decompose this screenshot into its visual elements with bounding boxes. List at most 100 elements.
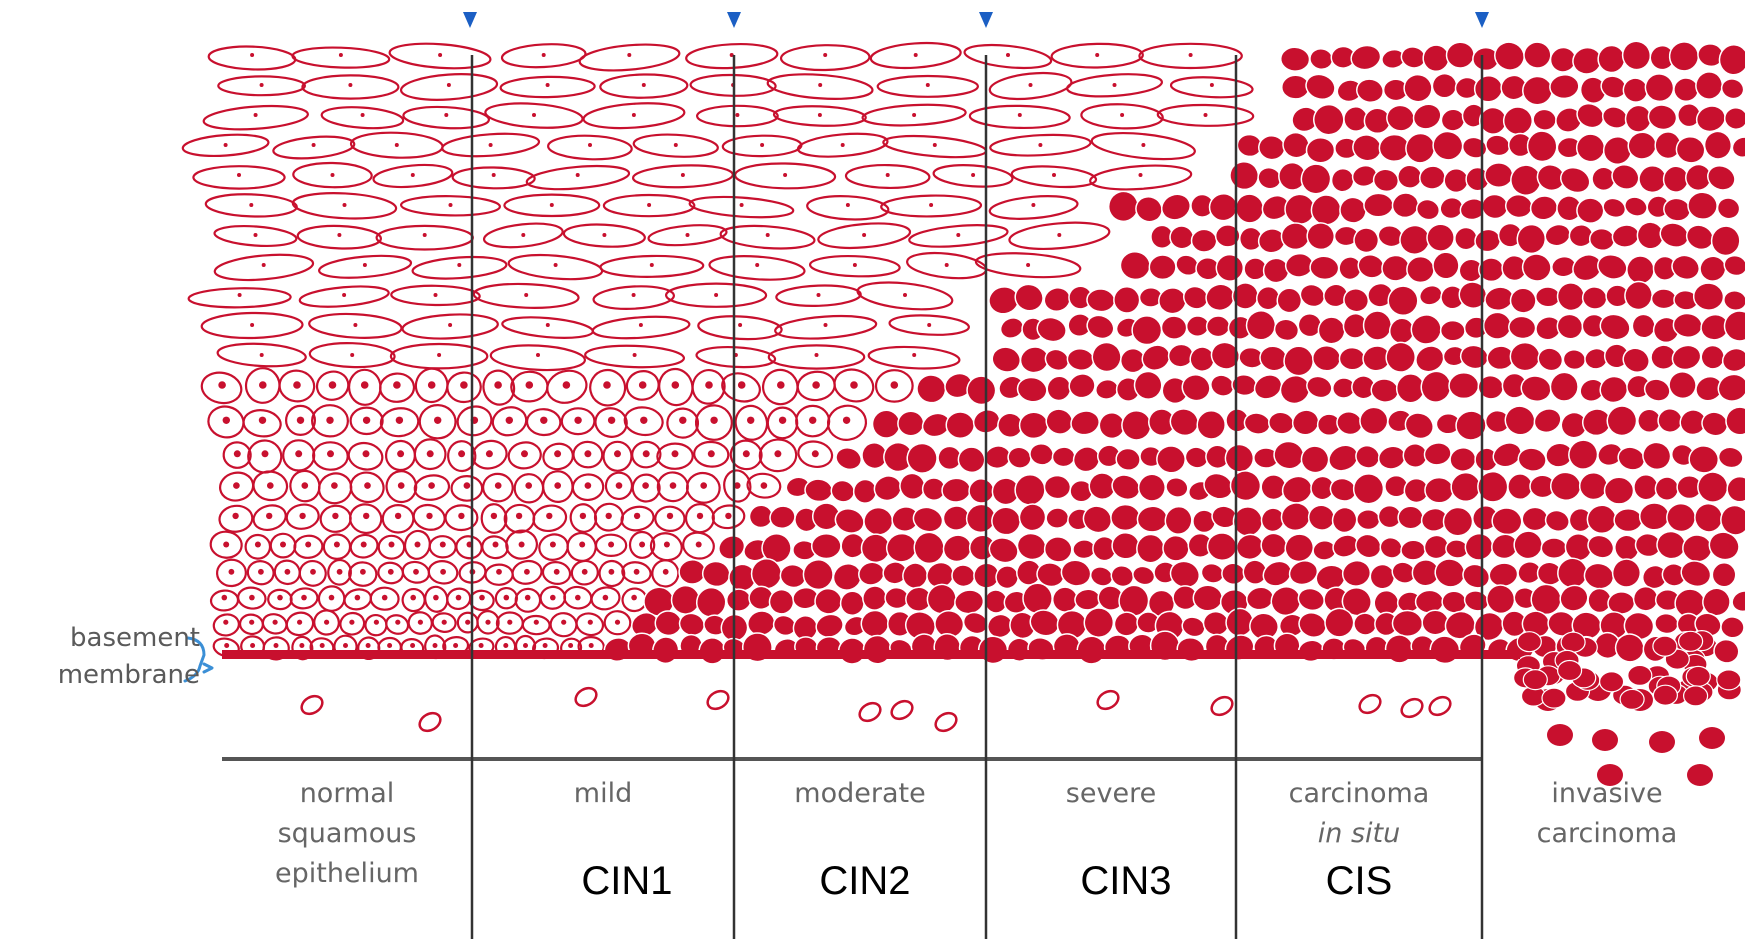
cin2-label: CIN2 [819, 859, 911, 903]
cell-nucleus [760, 143, 765, 147]
squamous-cell [411, 255, 508, 280]
atypical-cell [1370, 378, 1400, 403]
cell-nucleus [458, 450, 466, 458]
cell-nucleus [331, 482, 338, 489]
cell-nucleus [221, 594, 228, 601]
stage-normal-label: normal squamous epithelium [222, 774, 472, 894]
invasive-cell [1652, 684, 1679, 706]
cell-nucleus [903, 293, 907, 297]
cell-nucleus [232, 512, 239, 520]
cell-nucleus [295, 450, 303, 458]
squamous-cell [313, 609, 340, 636]
squamous-cell [212, 613, 240, 637]
atypical-cell [718, 535, 746, 560]
squamous-cell [874, 369, 914, 403]
squamous-cell [932, 164, 1014, 188]
cell-nucleus [280, 541, 286, 548]
atypical-cell [1578, 471, 1609, 501]
cell-nucleus [546, 512, 553, 520]
invasive-cell [1699, 727, 1725, 749]
squamous-cell [446, 371, 482, 404]
cell-nucleus [581, 568, 588, 575]
squamous-cell [1008, 221, 1111, 250]
squamous-cell [695, 345, 777, 369]
atypical-cell [1526, 130, 1558, 163]
atypical-cell [1488, 562, 1519, 588]
squamous-cell [632, 133, 719, 158]
squamous-cell [602, 193, 696, 218]
squamous-cell [974, 252, 1082, 279]
cell-nucleus [494, 381, 502, 389]
cell-nucleus [332, 512, 339, 520]
cell-nucleus [627, 53, 632, 57]
cell-nucleus [550, 594, 556, 601]
squamous-cell [289, 587, 319, 610]
cell-nucleus [845, 203, 850, 207]
cell-nucleus [488, 143, 493, 147]
cell-nucleus [333, 541, 340, 548]
squamous-cell [1169, 76, 1254, 99]
squamous-cell [252, 504, 287, 531]
atypical-cell [1523, 41, 1552, 69]
cell-nucleus [250, 323, 255, 327]
atypical-cell [1717, 446, 1744, 469]
atypical-cell [1668, 41, 1700, 72]
down-triangle-marker-icon [979, 12, 993, 28]
squamous-cell [412, 503, 446, 531]
atypical-cell [1441, 590, 1468, 614]
cell-nucleus [811, 450, 819, 458]
squamous-cell [402, 105, 491, 130]
cell-nucleus [521, 450, 528, 458]
atypical-cell [1412, 103, 1442, 130]
atypical-cell [1338, 346, 1366, 371]
atypical-cell [1046, 375, 1072, 402]
cell-nucleus [426, 450, 434, 458]
atypical-cell [1650, 288, 1677, 310]
squamous-cell [592, 285, 675, 310]
squamous-cell [658, 367, 694, 407]
atypical-cell [1694, 502, 1724, 533]
atypical-cell [1534, 286, 1561, 308]
cell-nucleus [360, 381, 369, 389]
atypical-cell [1529, 195, 1559, 221]
atypical-cell [1426, 223, 1455, 252]
cell-nucleus [397, 482, 405, 489]
atypical-cell [1621, 40, 1652, 71]
cell-nucleus [319, 643, 325, 648]
invasive-cell [1556, 659, 1583, 682]
stromal-cell [934, 711, 958, 733]
cell-nucleus [218, 381, 226, 389]
atypical-cell [1165, 477, 1189, 498]
cell-nucleus [817, 113, 822, 117]
squamous-cell [694, 404, 733, 441]
atypical-cell [1725, 406, 1745, 436]
atypical-cell [1016, 376, 1048, 403]
cell-nucleus [885, 173, 890, 177]
cell-nucleus [387, 643, 393, 648]
cell-nucleus [852, 263, 857, 267]
atypical-cell [1521, 506, 1549, 532]
atypical-cell [1324, 607, 1355, 638]
cell-nucleus [249, 619, 255, 625]
atypical-cell [1280, 74, 1311, 100]
atypical-cell [913, 531, 945, 565]
atypical-cell [1450, 471, 1482, 503]
cell-nucleus [395, 416, 404, 424]
squamous-cell [187, 287, 292, 309]
atypical-cell [1602, 197, 1627, 219]
atypical-cell [1449, 447, 1477, 472]
squamous-cell [213, 253, 315, 282]
squamous-cell [988, 71, 1073, 101]
atypical-cell [830, 479, 856, 503]
cell-nucleus [890, 381, 899, 389]
atypical-cell [1164, 505, 1193, 535]
atypical-cell [1068, 373, 1096, 399]
atypical-cell [1688, 445, 1720, 474]
cell-nucleus [342, 293, 347, 297]
atypical-cell [1695, 105, 1726, 133]
squamous-cell [252, 470, 289, 502]
squamous-cell [399, 73, 499, 101]
atypical-cell [1701, 411, 1729, 437]
cell-nucleus [536, 353, 540, 357]
cell-nucleus [673, 143, 678, 147]
